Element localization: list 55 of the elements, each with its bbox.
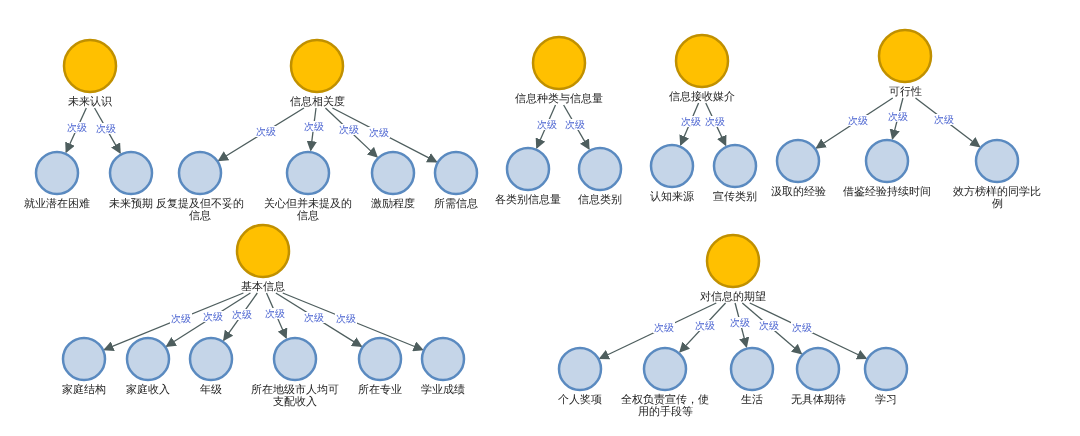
node-label: 家庭结构 <box>62 384 106 396</box>
edge-label: 次级 <box>231 308 254 320</box>
node-label: 学习 <box>875 394 897 406</box>
node-label: 无具体期待 <box>790 394 846 406</box>
edge-label: 次级 <box>564 119 587 131</box>
node-label: 未来认识 <box>68 96 112 108</box>
node-label: 对信息的期望 <box>700 291 766 303</box>
node-label: 可行性 <box>888 86 922 98</box>
edge-label: 次级 <box>201 311 224 323</box>
node-label: 激励程度 <box>371 198 415 210</box>
edge-label: 次级 <box>729 317 752 329</box>
node-label: 认知来源 <box>650 191 694 203</box>
edge-label: 次级 <box>652 322 675 334</box>
node-label: 年级 <box>200 384 222 396</box>
edge-label: 次级 <box>95 122 118 134</box>
node-label: 信息类别 <box>578 194 622 206</box>
edge-label: 次级 <box>703 116 726 128</box>
node-label: 基本信息 <box>241 281 285 293</box>
edge-label: 次级 <box>66 122 89 134</box>
edge-label: 次级 <box>368 126 391 138</box>
node-label: 信息种类与信息量 <box>515 93 603 105</box>
edge-label: 次级 <box>303 311 326 323</box>
node-label: 个人奖项 <box>558 394 602 406</box>
edge-label: 次级 <box>679 116 702 128</box>
node-label: 所需信息 <box>434 198 478 210</box>
edge-label: 次级 <box>694 319 717 331</box>
node-label: 所在地级市人均可支配收入 <box>250 384 340 408</box>
node-label: 全权负责宣传，使用的手段等 <box>620 394 710 418</box>
node-label: 信息接收媒介 <box>669 91 735 103</box>
node-label: 生活 <box>741 394 763 406</box>
node-label: 借鉴经验持续时间 <box>843 186 931 198</box>
edge-label: 次级 <box>536 118 559 130</box>
node-label: 宣传类别 <box>713 191 757 203</box>
edge-label: 次级 <box>169 313 192 324</box>
node-label: 家庭收入 <box>126 384 170 396</box>
edge-label: 次级 <box>933 114 956 126</box>
node-label: 汲取的经验 <box>770 186 826 198</box>
edge-label: 次级 <box>757 320 780 332</box>
node-label: 关心但并未提及的信息 <box>263 198 353 222</box>
node-label: 各类别信息量 <box>495 194 561 206</box>
edge-label: 次级 <box>334 313 357 324</box>
node-label: 未来预期 <box>109 198 153 210</box>
edge-label: 次级 <box>791 322 814 334</box>
node-label: 所在专业 <box>358 384 402 396</box>
node-label: 学业成绩 <box>421 384 465 396</box>
node-label: 效方榜样的同学比例 <box>952 186 1042 210</box>
edge-label: 次级 <box>337 124 360 136</box>
edge-label: 次级 <box>264 307 287 319</box>
node-label: 反复提及但不妥的信息 <box>155 198 245 222</box>
node-label: 信息相关度 <box>289 96 345 108</box>
edge-label: 次级 <box>302 121 325 133</box>
edge-label: 次级 <box>847 114 870 126</box>
edge-label: 次级 <box>887 110 910 122</box>
edge-label: 次级 <box>254 126 277 138</box>
node-label: 就业潜在困难 <box>24 198 90 210</box>
